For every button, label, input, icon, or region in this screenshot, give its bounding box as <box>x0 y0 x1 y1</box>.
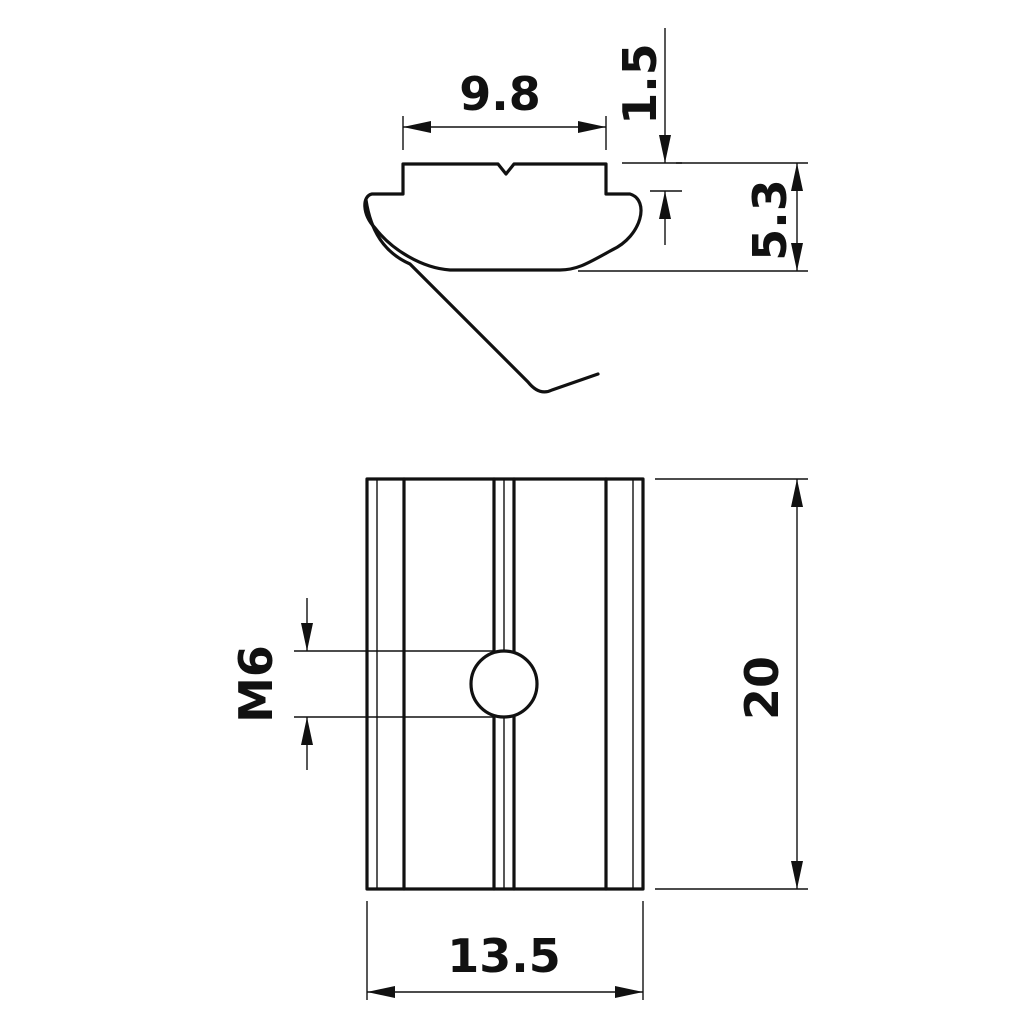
dim-1-5-arrow-bottom <box>659 191 671 219</box>
plan-view: M6 20 13.5 <box>229 477 808 1000</box>
dim-label-top-height: 5.3 <box>743 179 797 261</box>
dim-9-8-arrow-right <box>578 121 606 133</box>
side-profile-view: 9.8 1.5 5.3 <box>363 28 808 394</box>
dim-13-5-arrow-left <box>367 986 395 998</box>
dim-13-5-arrow-right <box>615 986 643 998</box>
dim-9-8-arrow-left <box>403 121 431 133</box>
spring-clip <box>364 198 600 394</box>
nut-profile-outline <box>363 162 643 272</box>
dim-label-top-step: 1.5 <box>613 43 667 125</box>
dim-20-arrow-top <box>791 479 803 507</box>
dim-5-3-arrow-bottom <box>791 243 803 271</box>
dim-20-arrow-bottom <box>791 861 803 889</box>
dim-label-thread: M6 <box>229 645 283 723</box>
nut-plan-outline <box>365 477 645 891</box>
dim-m6-arrow-bottom <box>301 717 313 745</box>
dim-5-3-arrow-top <box>791 163 803 191</box>
dim-label-length: 20 <box>735 656 789 720</box>
threaded-hole <box>469 649 539 719</box>
dim-label-width: 13.5 <box>447 929 561 983</box>
dim-1-5-arrow-top <box>659 135 671 163</box>
dim-m6-arrow-top <box>301 623 313 651</box>
dim-label-top-width: 9.8 <box>459 67 541 121</box>
